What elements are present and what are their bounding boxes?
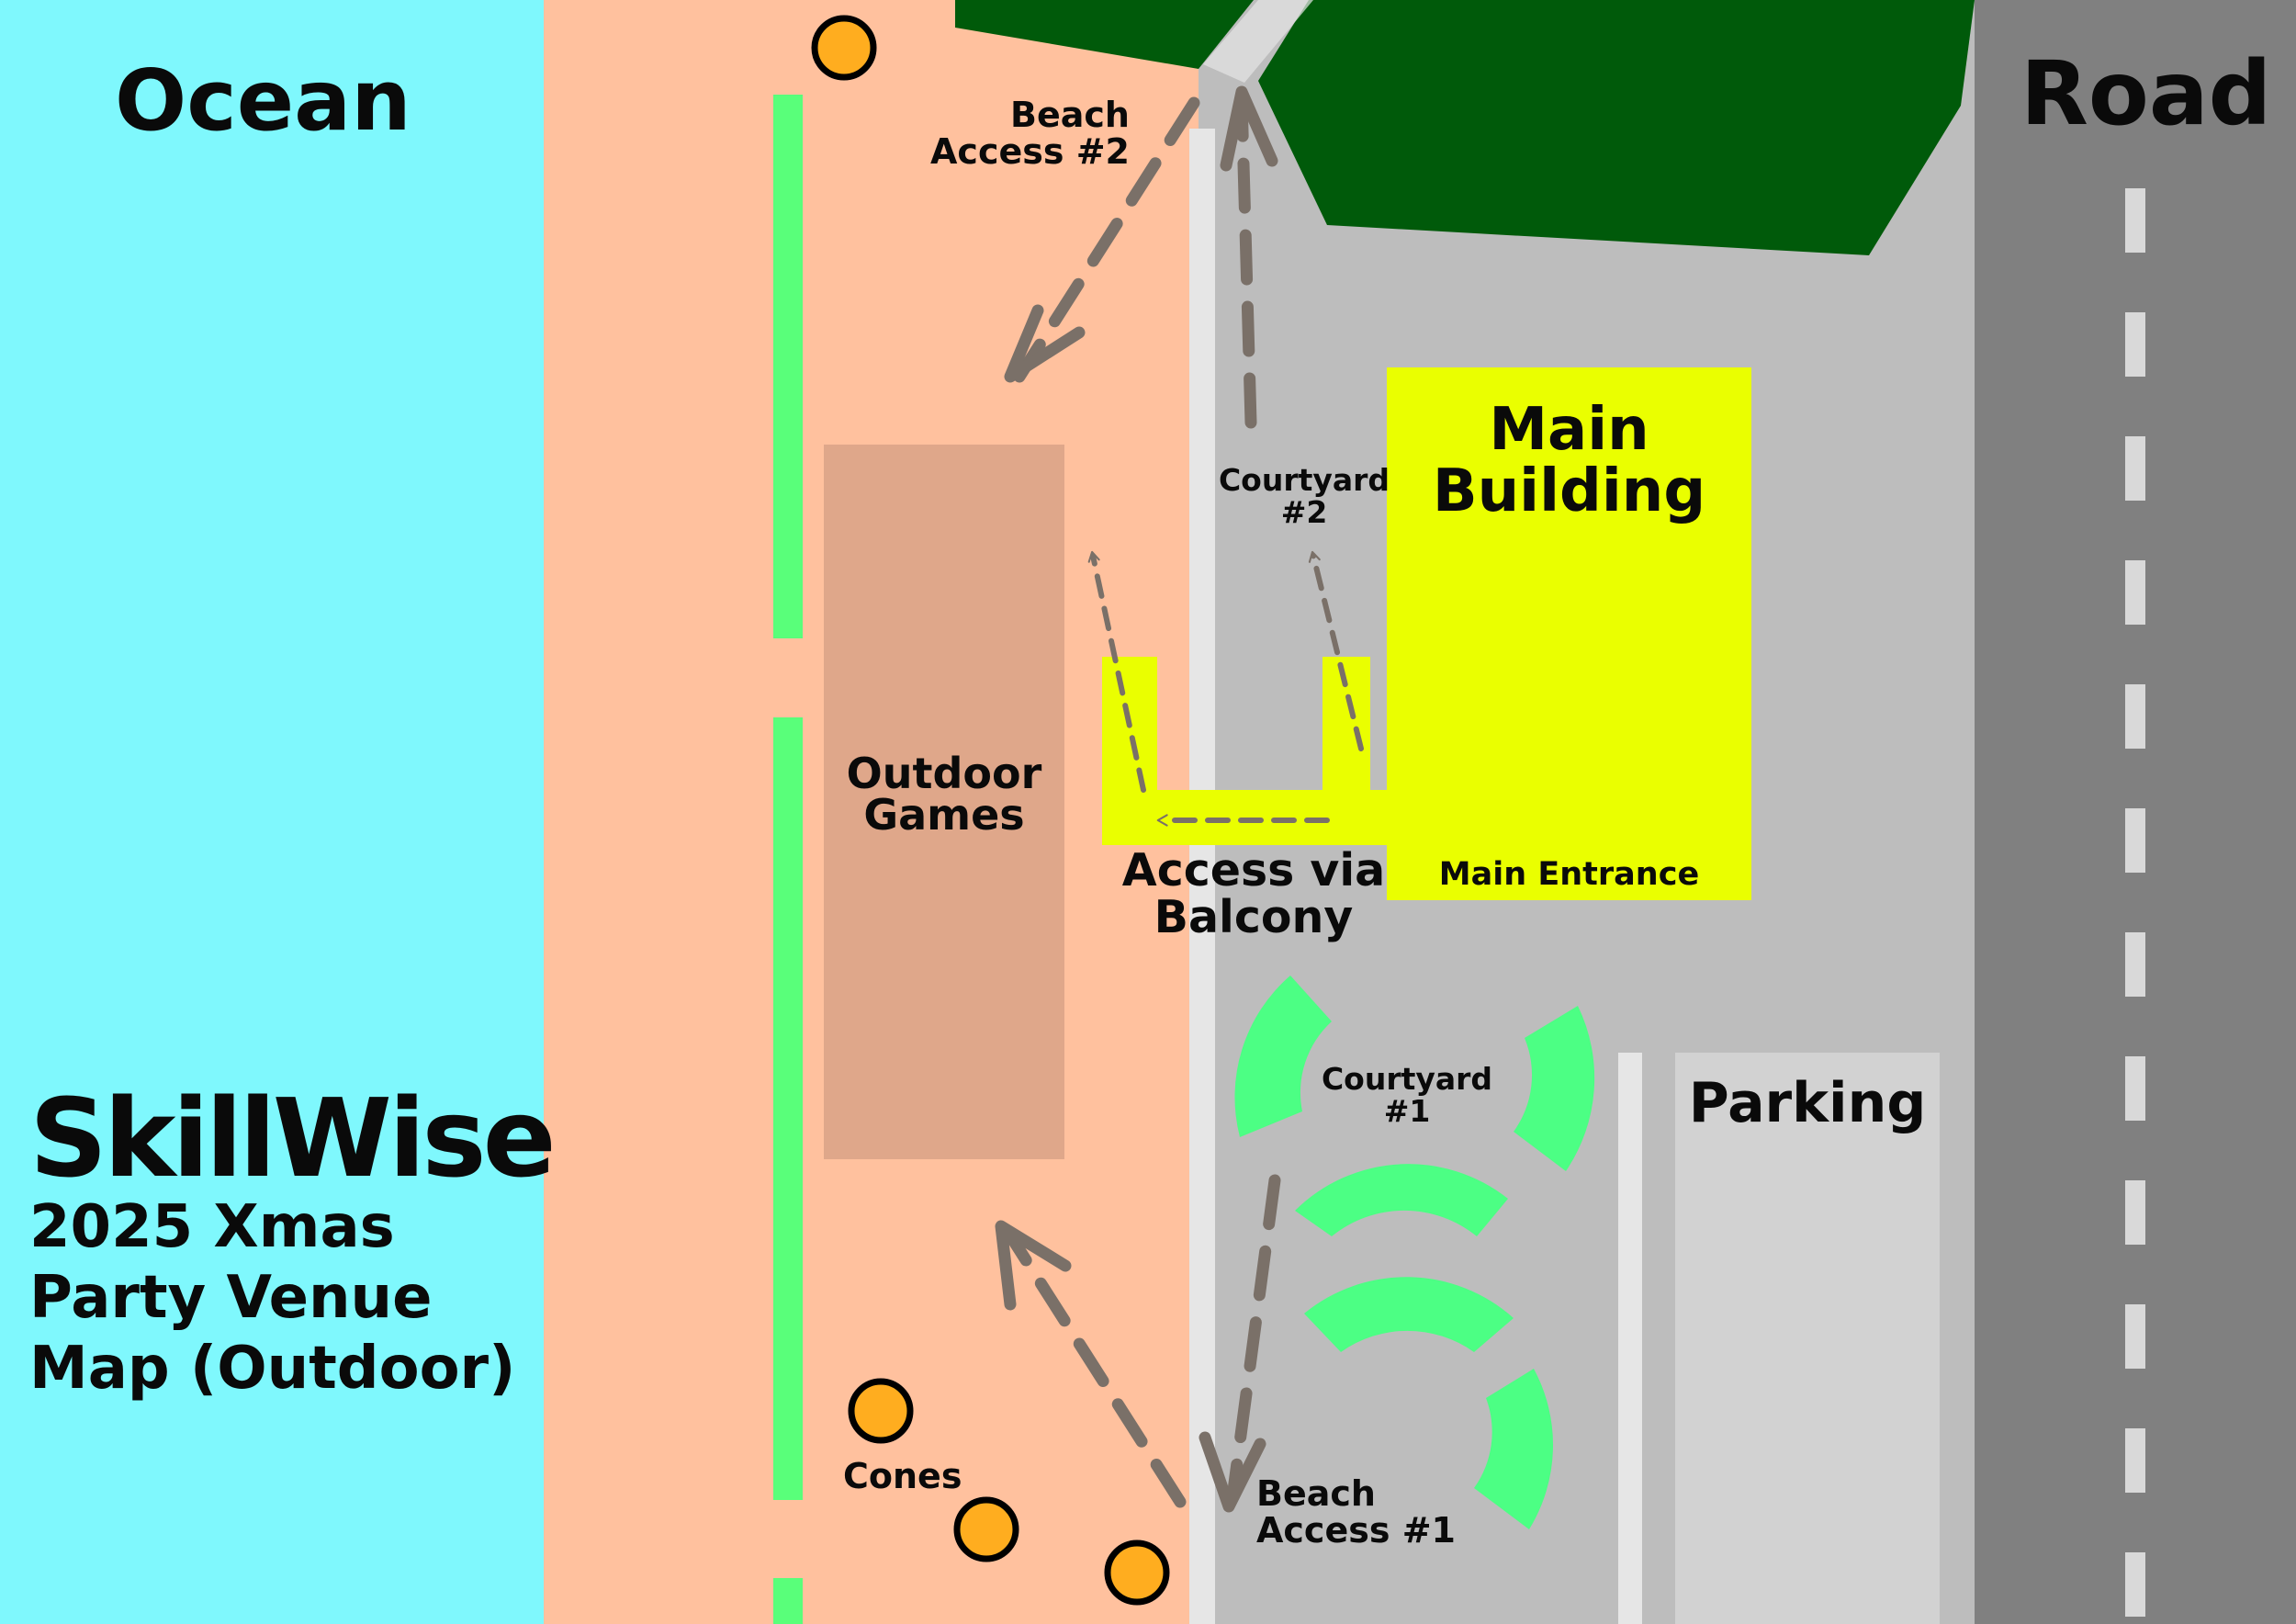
dashed-arrow-icon xyxy=(1004,304,1086,383)
brand-logo: SkillWise xyxy=(29,1075,557,1201)
route-beach-access-1 xyxy=(1004,1229,1187,1508)
dashed-arrow-icon xyxy=(1199,1431,1266,1513)
seating-arc xyxy=(1474,1369,1554,1529)
road-label: Road xyxy=(2020,42,2272,145)
seating-arc xyxy=(1234,976,1332,1137)
parking-lot xyxy=(1675,1053,1940,1624)
dashed-arrow-icon xyxy=(1220,85,1278,172)
route-courtyard-2 xyxy=(1235,93,1257,429)
cone-marker-icon xyxy=(1104,1539,1170,1606)
seating-arc xyxy=(1295,1164,1508,1236)
walkway xyxy=(1203,0,1313,83)
courtyard-2-label: Courtyard#2 xyxy=(1218,462,1390,530)
cone-marker-icon xyxy=(953,1496,1019,1562)
courtyard-seating xyxy=(1234,976,1595,1529)
main-building-label: Main Building xyxy=(1387,399,1751,526)
main-building xyxy=(1387,367,1751,900)
main-building-label-line1: Main xyxy=(1489,396,1649,464)
cone-marker-icon xyxy=(848,1378,914,1444)
courtyard-1-label: Courtyard#1 xyxy=(1321,1061,1493,1129)
parking-label: Parking xyxy=(1688,1071,1927,1135)
cones xyxy=(811,15,1170,1606)
map-title-line-1: 2025 Xmas xyxy=(29,1193,395,1261)
trees xyxy=(1258,0,1975,255)
seating-arc xyxy=(1304,1277,1514,1352)
walkway xyxy=(1189,129,1215,1624)
cones-label: Cones xyxy=(843,1456,962,1496)
cone-marker-icon xyxy=(811,15,877,81)
map-title-block: SkillWise 2025 Xmas Party Venue Map (Out… xyxy=(29,1075,557,1404)
map-title-line-3: Map (Outdoor) xyxy=(29,1334,516,1403)
ocean-area xyxy=(0,0,546,1624)
balcony xyxy=(1102,657,1389,845)
main-building-label-line2: Building xyxy=(1432,457,1706,526)
parking-divider xyxy=(1618,1053,1642,1624)
beach-fence xyxy=(773,95,803,638)
seating-arc xyxy=(1514,1006,1595,1171)
route-courtyard-1 xyxy=(1226,1174,1281,1504)
route-balcony-right xyxy=(1308,550,1364,751)
trees xyxy=(955,0,1254,69)
map-title-line-2: Party Venue xyxy=(29,1263,433,1332)
main-entrance-label: Main Entrance xyxy=(1438,856,1700,893)
ocean-label: Ocean xyxy=(115,51,411,150)
route-arrows xyxy=(995,85,1364,1513)
beach-fence xyxy=(773,717,803,1500)
dashed-arrow-icon xyxy=(995,1220,1072,1311)
route-beach-access-2 xyxy=(1013,96,1200,383)
beach-fence xyxy=(773,1578,803,1624)
outdoor-games-area xyxy=(824,445,1064,1159)
route-balcony-left xyxy=(1087,550,1146,793)
